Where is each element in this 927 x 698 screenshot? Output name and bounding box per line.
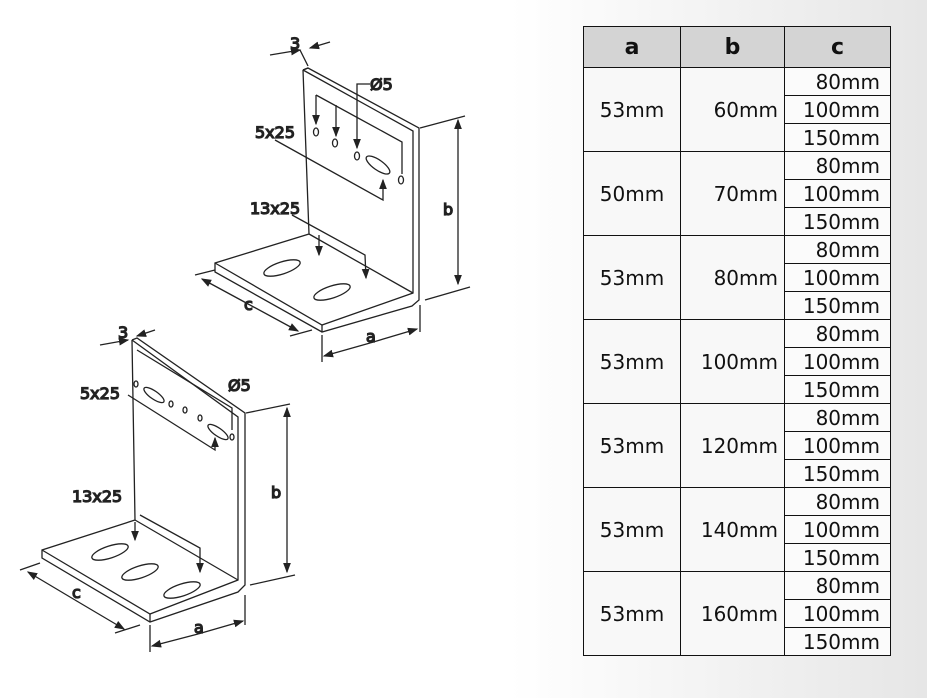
cell-c: 80mm: [784, 319, 891, 348]
table-row: 100mm: [584, 263, 891, 292]
bracket-drawings: 3 Ø5 5x25 13x25 b a c 3 Ø5 5x25 13x25 b …: [19, 33, 471, 652]
cell-b: 80mm: [680, 235, 785, 320]
header-c: c: [784, 26, 891, 68]
cell-a: 53mm: [583, 403, 681, 488]
dim-c-label: c: [72, 583, 81, 602]
hole-label: Ø5: [370, 75, 393, 94]
cell-c: 150mm: [784, 375, 891, 404]
cell-c: 100mm: [784, 515, 891, 544]
cell-a: 53mm: [583, 67, 681, 152]
table-header-row: a b c: [583, 26, 891, 68]
bracket-top: [194, 41, 471, 362]
cell-c: 80mm: [784, 487, 891, 516]
cell-c: 80mm: [784, 403, 891, 432]
cell-b: 70mm: [680, 151, 785, 236]
table-row: 150mm: [584, 543, 891, 572]
slot-large-label: 13x25: [72, 487, 122, 506]
cell-c: 80mm: [784, 571, 891, 600]
cell-c: 100mm: [784, 347, 891, 376]
cell-b: 60mm: [680, 67, 785, 152]
table-row: 100mm: [584, 515, 891, 544]
cell-b: 100mm: [680, 319, 785, 404]
dim-c-label: c: [244, 295, 253, 314]
table-row: 150mm: [584, 459, 891, 488]
cell-c: 150mm: [784, 291, 891, 320]
cell-b: 160mm: [680, 571, 785, 656]
cell-c: 150mm: [784, 543, 891, 572]
cell-c: 100mm: [784, 431, 891, 460]
header-a: a: [583, 26, 681, 68]
cell-b: 140mm: [680, 487, 785, 572]
table-row: 100mm: [584, 599, 891, 628]
table-row: 150mm: [584, 375, 891, 404]
slot-small-label: 5x25: [80, 384, 120, 403]
table-row: 100mm: [584, 347, 891, 376]
cell-a: 53mm: [583, 571, 681, 656]
thickness-label: 3: [290, 34, 300, 53]
table-row: 150mm: [584, 627, 891, 656]
cell-b: 120mm: [680, 403, 785, 488]
cell-c: 80mm: [784, 151, 891, 180]
header-b: b: [680, 26, 785, 68]
cell-a: 50mm: [583, 151, 681, 236]
cell-c: 150mm: [784, 207, 891, 236]
cell-c: 150mm: [784, 627, 891, 656]
cell-a: 53mm: [583, 235, 681, 320]
hole-label: Ø5: [228, 376, 251, 395]
table-row: 150mm: [584, 207, 891, 236]
cell-c: 150mm: [784, 459, 891, 488]
cell-c: 80mm: [784, 67, 891, 96]
table-row: 150mm: [584, 291, 891, 320]
cell-a: 53mm: [583, 487, 681, 572]
cell-c: 80mm: [784, 235, 891, 264]
cell-c: 100mm: [784, 179, 891, 208]
cell-c: 150mm: [784, 123, 891, 152]
cell-c: 100mm: [784, 599, 891, 628]
dim-b-label: b: [443, 200, 453, 219]
cell-c: 100mm: [784, 95, 891, 124]
dim-a-label: a: [366, 327, 376, 346]
dim-b-label: b: [271, 483, 281, 502]
bracket-bottom: [19, 329, 296, 652]
cell-a: 53mm: [583, 319, 681, 404]
dim-a-label: a: [194, 618, 204, 637]
table-row: 100mm: [584, 179, 891, 208]
cell-c: 100mm: [784, 263, 891, 292]
thickness-label: 3: [118, 323, 128, 342]
slot-small-label: 5x25: [255, 123, 295, 142]
table-row: 150mm: [584, 123, 891, 152]
slot-large-label: 13x25: [250, 199, 300, 218]
